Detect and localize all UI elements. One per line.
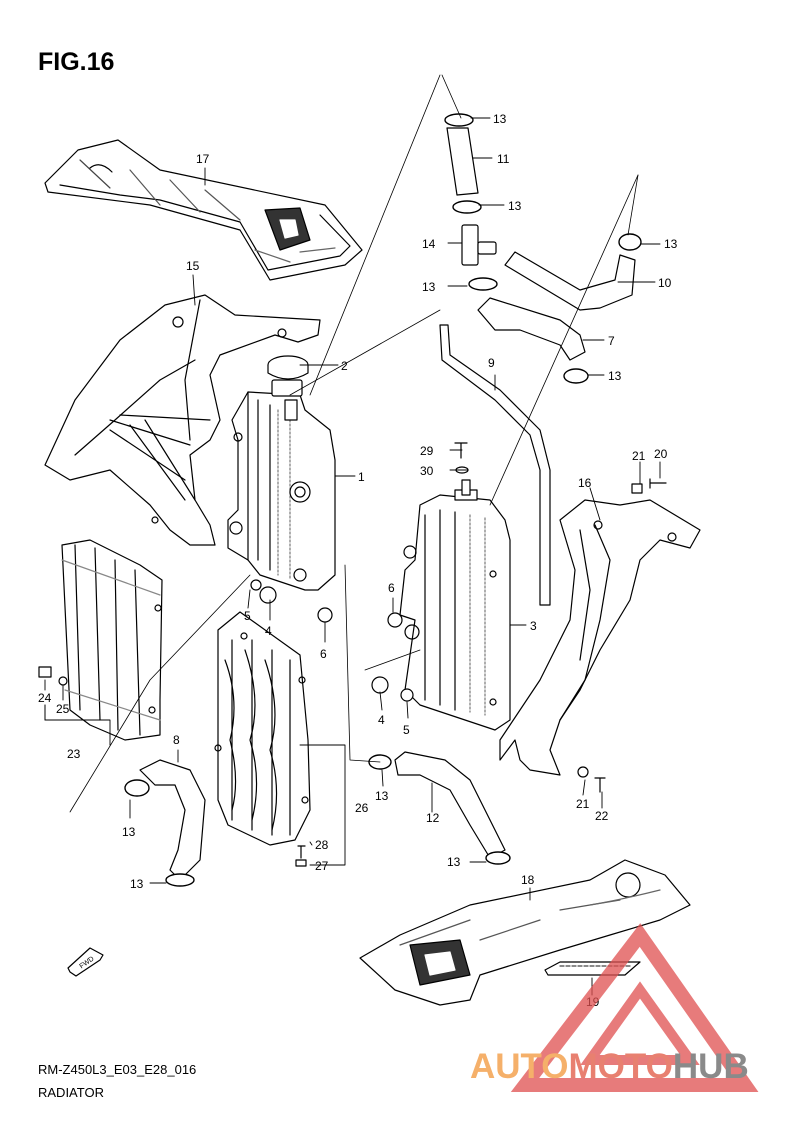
callout-2: 2 (341, 359, 348, 373)
hose-upper-short (446, 127, 479, 196)
callout-13g: 13 (130, 877, 144, 891)
radiator-cap (267, 355, 309, 380)
hose-joint (461, 224, 497, 266)
callout-12: 12 (426, 811, 440, 825)
callout-5b: 5 (403, 723, 410, 737)
callout-4a: 4 (265, 624, 272, 638)
callout-6a: 6 (320, 647, 327, 661)
hose-clamps (124, 113, 642, 887)
radiator-louver (61, 539, 163, 741)
callout-21a: 21 (632, 449, 646, 463)
callout-11: 11 (497, 152, 510, 166)
callout-23: 23 (67, 747, 81, 761)
callout-29: 29 (420, 444, 434, 458)
callout-18: 18 (521, 873, 535, 887)
callout-6b: 6 (388, 581, 395, 595)
callout-13c: 13 (664, 237, 678, 251)
radiator-guard (214, 611, 311, 846)
model-code: RM-Z450L3_E03_E28_016 (38, 1062, 197, 1077)
callout-1: 1 (358, 470, 365, 484)
watermark-part-auto: AUTO (470, 1047, 569, 1086)
hose-7 (477, 297, 586, 361)
watermark-part-moto: MOTO (568, 1047, 673, 1086)
watermark-part-hub: HUB (672, 1047, 749, 1086)
callout-14: 14 (422, 237, 436, 251)
callout-15: 15 (186, 259, 200, 273)
radiator-shroud-right (499, 499, 701, 776)
radiator-left (227, 379, 336, 591)
callout-13d: 13 (422, 280, 436, 294)
figure-title: FIG.16 (38, 48, 115, 76)
callout-13b: 13 (508, 199, 522, 213)
callout-9: 9 (488, 356, 495, 370)
construction-lines (69, 74, 639, 813)
shroud-decal-upper (44, 139, 363, 281)
section-name: RADIATOR (38, 1085, 104, 1100)
callout-20: 20 (654, 447, 668, 461)
hose-10 (504, 251, 636, 311)
callout-4b: 4 (378, 713, 385, 727)
callout-24: 24 (38, 691, 52, 705)
hose-8 (139, 759, 206, 881)
callout-13a: 13 (493, 112, 507, 126)
callout-28: 28 (315, 838, 329, 852)
callout-30: 30 (420, 464, 434, 478)
callout-10: 10 (658, 276, 672, 290)
callout-17: 17 (196, 152, 210, 166)
callout-13f: 13 (122, 825, 136, 839)
hose-long-9 (439, 324, 551, 606)
radiator-shroud-left (44, 294, 321, 546)
callout-8: 8 (173, 733, 180, 747)
callout-labels: 1 2 3 4 4 5 5 6 6 7 8 9 10 11 12 13 13 1… (38, 112, 678, 1009)
small-hardware (38, 442, 667, 867)
callout-3: 3 (530, 619, 537, 633)
fwd-arrow-icon (67, 947, 104, 977)
radiator-right (399, 479, 511, 731)
callout-26: 26 (355, 801, 369, 815)
shroud-decal-lower (359, 859, 691, 1006)
hose-12 (394, 751, 506, 859)
callout-21b: 21 (576, 797, 590, 811)
watermark-text: AUTOMOTOHUB (470, 1047, 749, 1087)
callout-7: 7 (608, 334, 615, 348)
leader-lines (44, 117, 661, 996)
callout-13h: 13 (375, 789, 389, 803)
callout-22: 22 (595, 809, 609, 823)
watermark-logo-icon (510, 923, 759, 1092)
callout-13e: 13 (608, 369, 622, 383)
callout-13i: 13 (447, 855, 461, 869)
callout-16: 16 (578, 476, 592, 490)
callout-27: 27 (315, 859, 329, 873)
callout-5a: 5 (244, 609, 251, 623)
callout-25: 25 (56, 702, 70, 716)
